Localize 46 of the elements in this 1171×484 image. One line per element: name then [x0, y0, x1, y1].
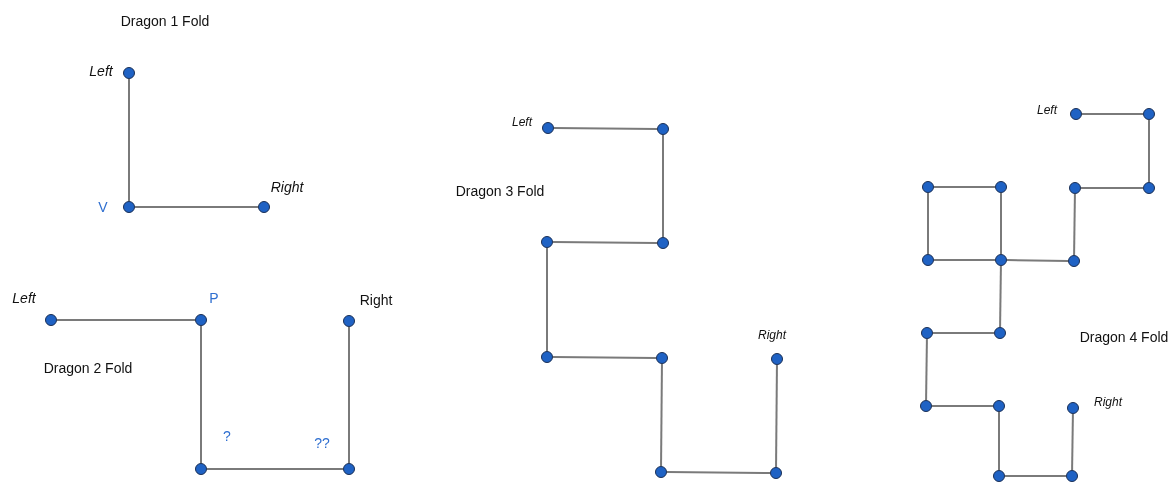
curve-segment	[775, 364, 778, 468]
curve-segment	[1073, 193, 1076, 256]
curve-segment	[1006, 259, 1069, 262]
curve-segment	[1148, 119, 1150, 183]
curve-segment	[925, 338, 928, 401]
curve-segment	[931, 405, 994, 407]
figure-title: Dragon 4 Fold	[1079, 329, 1169, 345]
curve-segment	[134, 206, 259, 208]
curve-segment	[1000, 192, 1002, 255]
point-label: Left	[12, 290, 36, 306]
curve-segment	[552, 241, 658, 244]
curve-segment	[662, 134, 664, 238]
point-label: Right	[359, 292, 393, 308]
curve-segment	[552, 356, 657, 359]
curve-segment	[998, 411, 1000, 471]
curve-segment	[1071, 413, 1074, 471]
point-label: P	[209, 290, 219, 306]
curve-segment	[206, 468, 344, 470]
curve-segment	[933, 259, 996, 261]
point-label: Right	[758, 328, 786, 342]
point-label: Right	[270, 179, 304, 195]
curve-segment	[348, 326, 350, 464]
curve-segment	[999, 265, 1002, 328]
point-label: Left	[89, 63, 113, 79]
figure-title: Dragon 2 Fold	[43, 360, 133, 376]
curve-segment	[56, 319, 196, 321]
curve-segment	[546, 247, 548, 352]
curve-segment	[666, 471, 771, 474]
curve-segment	[1081, 113, 1144, 115]
curve-segment	[553, 127, 658, 130]
figure-title: Dragon 1 Fold	[120, 13, 210, 29]
figure-title: Dragon 3 Fold	[455, 183, 545, 199]
curve-segment	[932, 332, 995, 334]
point-label: V	[98, 199, 108, 215]
curve-segment	[660, 363, 663, 467]
curve-segment	[1080, 187, 1144, 189]
curve-segment	[933, 186, 996, 188]
curve-segment	[1004, 475, 1067, 477]
curve-segment	[128, 78, 130, 202]
point-label: ?	[223, 428, 231, 444]
point-label: Left	[1037, 103, 1057, 117]
curve-segment	[927, 192, 929, 255]
point-label: Right	[1094, 395, 1122, 409]
curve-segment	[200, 325, 202, 464]
point-label: Left	[512, 115, 532, 129]
point-label: ??	[314, 435, 330, 451]
